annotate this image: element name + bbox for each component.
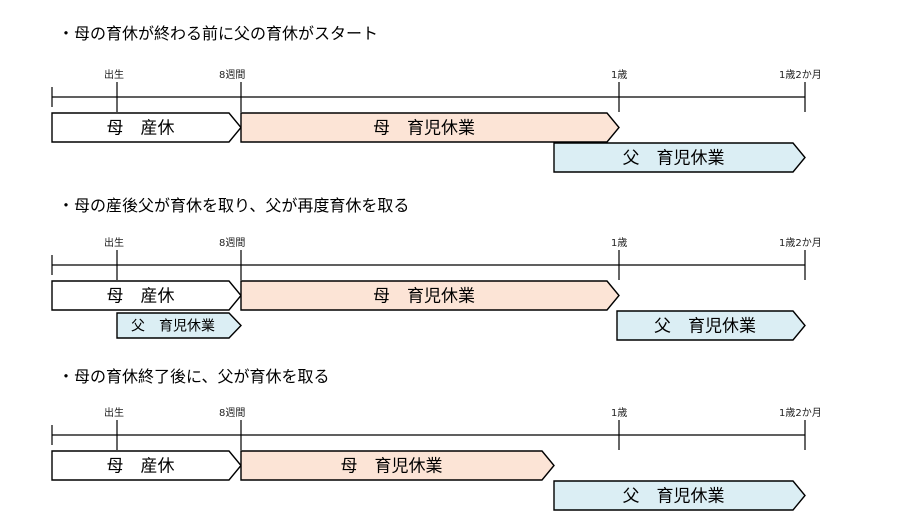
bar-label: 母 育児休業 (373, 287, 475, 307)
marker-label: 8週間 (219, 69, 245, 81)
maternity-leave-bar (51, 450, 242, 481)
heading-3: ・母の育休終了後に、父が育休を取る (58, 367, 330, 386)
father-leave-bar (616, 310, 806, 341)
marker-label: 1歳 (611, 407, 627, 419)
marker-label: 1歳2か月 (779, 237, 822, 249)
bar-label: 父 育児休業 (623, 487, 725, 507)
marker-label: 出生 (104, 406, 124, 419)
mother-leave-bar (240, 450, 555, 481)
marker-label: 1歳2か月 (779, 69, 822, 81)
bar-label: 母 産休 (107, 457, 175, 477)
marker-label: 1歳 (611, 69, 627, 81)
marker-label: 1歳 (611, 237, 627, 249)
marker-label: 出生 (104, 68, 124, 81)
bar-label: 母 産休 (107, 119, 175, 139)
marker-label: 8週間 (219, 237, 245, 249)
heading-1: ・母の育休が終わる前に父の育休がスタート (58, 24, 379, 43)
father-leave-bar (553, 480, 806, 511)
bar-label: 父 育児休業 (131, 319, 215, 335)
marker-label: 8週間 (219, 407, 245, 419)
marker-label: 1歳2か月 (779, 407, 822, 419)
father-leave-bar (553, 142, 806, 173)
father-leave-bar (116, 312, 242, 339)
heading-2: ・母の産後父が育休を取り、父が再度育休を取る (58, 196, 410, 215)
bar-label: 母 育児休業 (341, 457, 443, 477)
bar-label: 母 育児休業 (373, 119, 475, 139)
bar-label: 母 産休 (107, 287, 175, 307)
maternity-leave-bar (51, 112, 242, 143)
bar-label: 父 育児休業 (623, 149, 725, 169)
bar-label: 父 育児休業 (654, 317, 756, 337)
mother-leave-bar (240, 280, 620, 311)
marker-label: 出生 (104, 236, 124, 249)
maternity-leave-bar (51, 280, 242, 311)
mother-leave-bar (240, 112, 620, 143)
